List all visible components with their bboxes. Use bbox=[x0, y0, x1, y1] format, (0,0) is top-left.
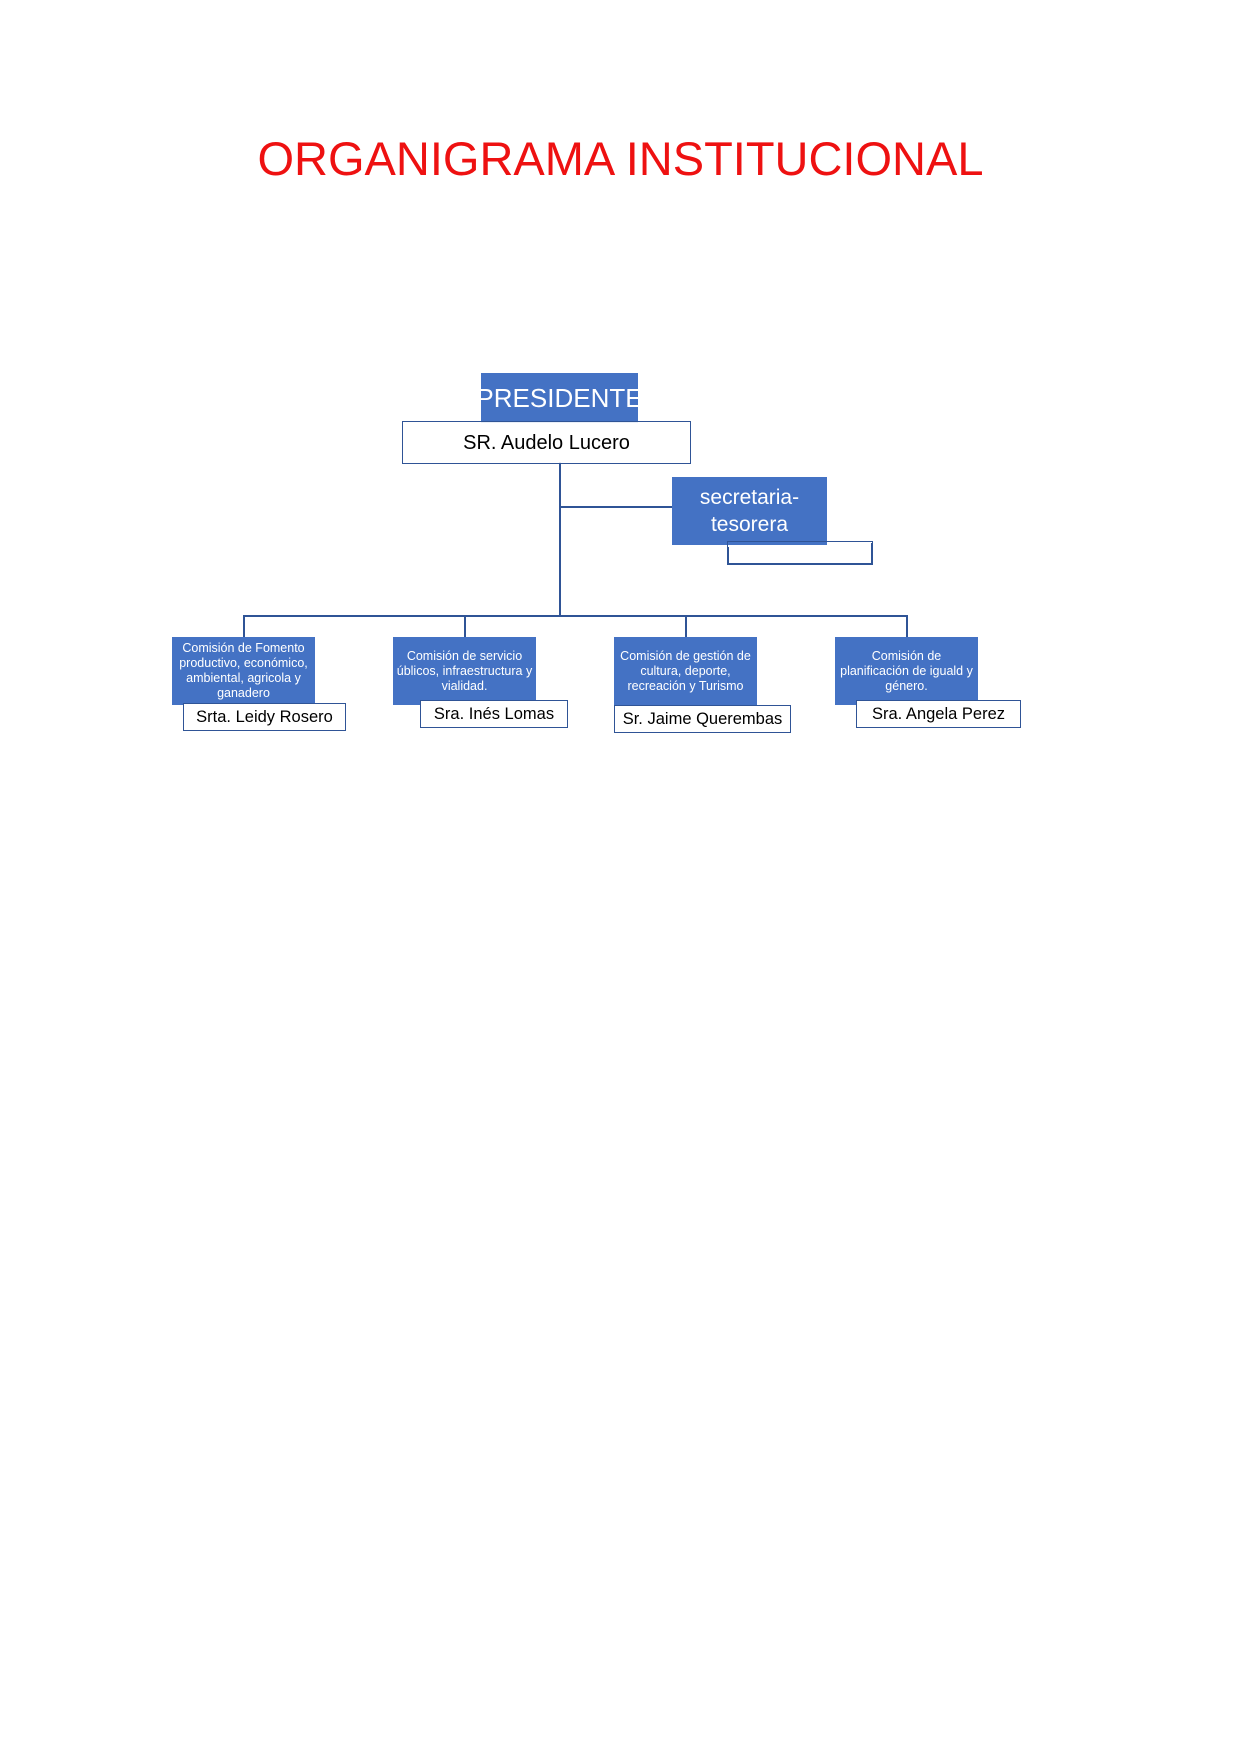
node-comision-cultura-person[interactable]: Sr. Jaime Querembas bbox=[614, 705, 791, 733]
connector-commission-bus bbox=[243, 615, 908, 617]
connector-drop-fomento bbox=[243, 615, 245, 639]
node-secretaria-person[interactable] bbox=[727, 541, 873, 565]
node-comision-servicios-person[interactable]: Sra. Inés Lomas bbox=[420, 700, 568, 728]
node-presidente-person[interactable]: SR. Audelo Lucero bbox=[402, 421, 691, 464]
connector-secretaria-stub-left bbox=[727, 547, 729, 565]
connector-drop-servicios bbox=[464, 615, 466, 639]
node-comision-cultura-role[interactable]: Comisión de gestión de cultura, deporte,… bbox=[614, 637, 757, 705]
node-presidente-role[interactable]: PRESIDENTE bbox=[476, 373, 643, 423]
node-comision-planificacion-role[interactable]: Comisión de planificación de iguald y gé… bbox=[835, 637, 978, 705]
node-comision-fomento-role[interactable]: Comisión de Fomento productivo, económic… bbox=[172, 637, 315, 705]
node-secretaria-role-line1: secretaria- bbox=[699, 486, 800, 509]
node-secretaria-role[interactable]: secretaria- tesorera bbox=[672, 477, 827, 545]
page-title: ORGANIGRAMA INSTITUCIONAL bbox=[257, 132, 984, 185]
node-secretaria-role-line2: tesorera bbox=[710, 513, 789, 536]
connector-presidente-trunk bbox=[559, 462, 561, 508]
node-comision-fomento-person[interactable]: Srta. Leidy Rosero bbox=[183, 703, 346, 731]
connector-trunk-lower bbox=[559, 506, 561, 617]
connector-drop-cultura bbox=[685, 615, 687, 639]
node-comision-planificacion-person[interactable]: Sra. Angela Perez bbox=[856, 700, 1021, 728]
node-comision-servicios-role[interactable]: Comisión de servicio úblicos, infraestru… bbox=[393, 637, 536, 705]
connector-drop-planificacion bbox=[906, 615, 908, 639]
connector-to-secretaria bbox=[559, 506, 676, 508]
